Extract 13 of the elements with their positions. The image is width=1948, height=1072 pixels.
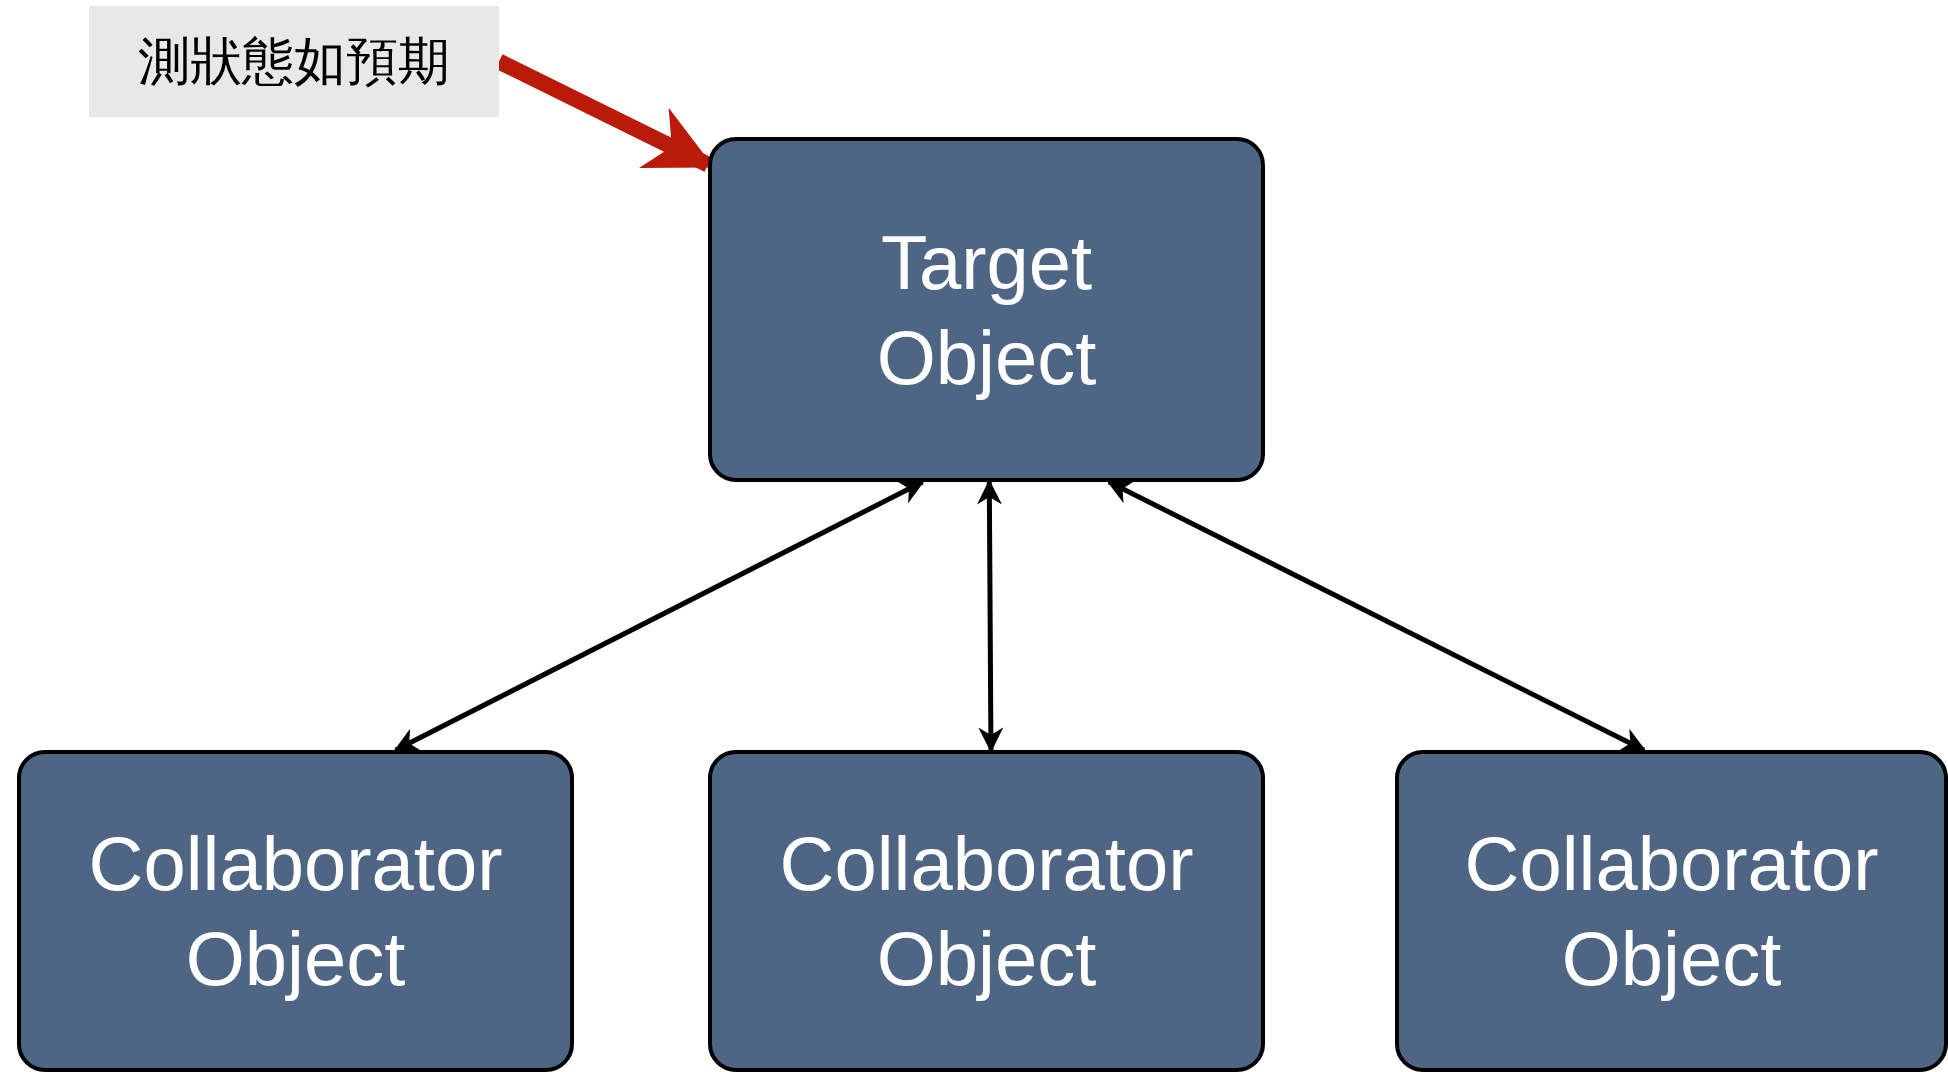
node-text: Collaborator Object	[1463, 820, 1880, 1003]
node-text: Target Object	[875, 218, 1098, 402]
note-label	[89, 6, 499, 117]
object-box	[17, 750, 574, 1072]
object-box	[1395, 750, 1948, 1072]
arrow	[1106, 479, 1647, 753]
object-box	[708, 750, 1265, 1072]
object-box	[708, 137, 1265, 482]
arrow	[976, 479, 1004, 753]
arrow	[393, 479, 925, 753]
node-text: Collaborator Object	[778, 820, 1195, 1003]
node-text: 測狀態如預期	[137, 29, 451, 93]
node-text: Collaborator Object	[87, 820, 504, 1003]
